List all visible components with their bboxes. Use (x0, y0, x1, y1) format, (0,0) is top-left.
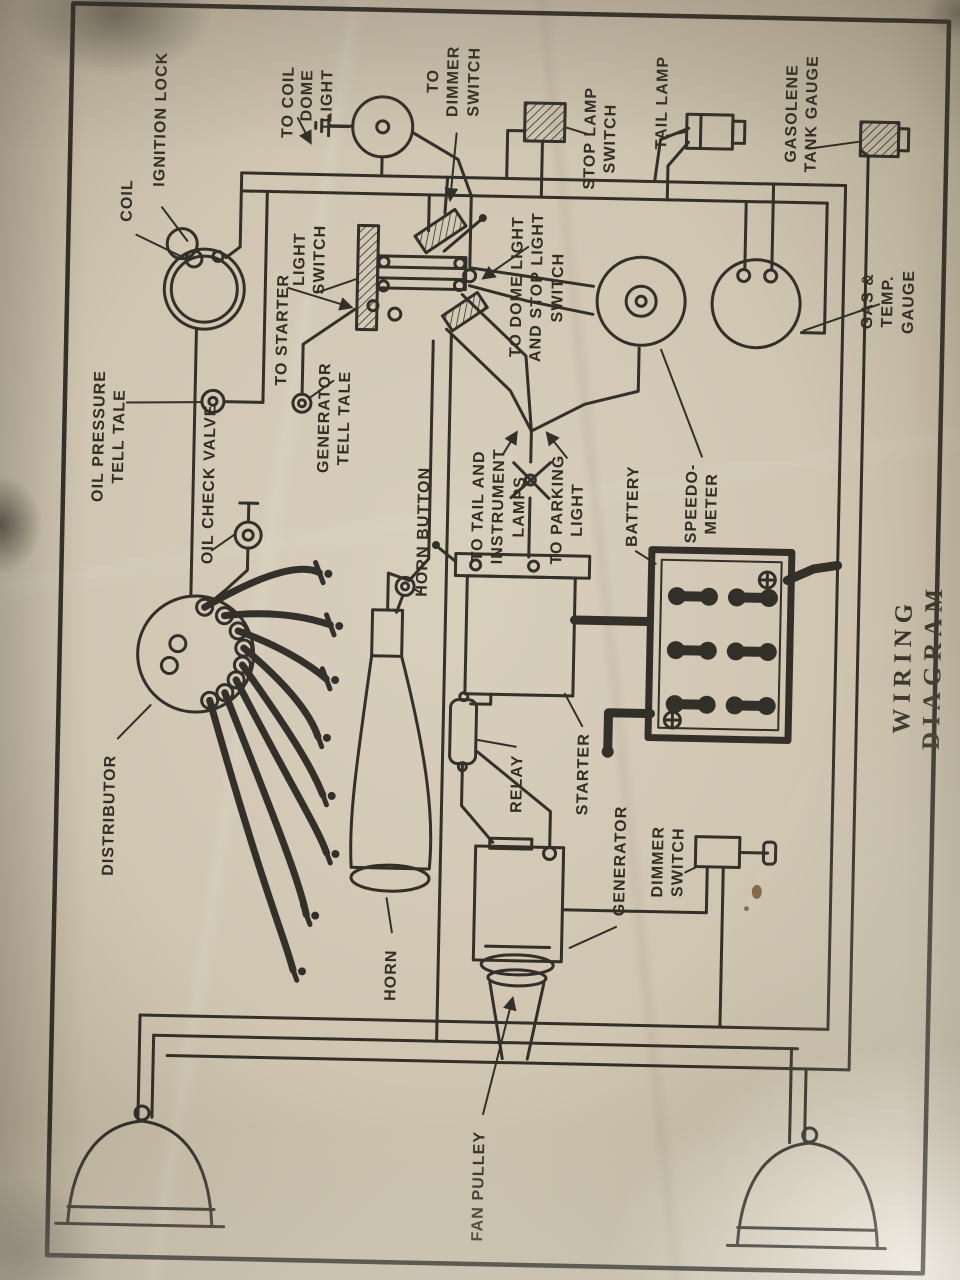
battery-symbol (644, 546, 796, 744)
label-oil-pressure-tell-tale: OIL PRESSURE TELL TALE (89, 369, 130, 503)
label-ignition-lock: IGNITION LOCK (151, 51, 172, 187)
diagram-title: WIRING DIAGRAM (888, 582, 949, 751)
label-horn-button: HORN BUTTON (413, 466, 434, 597)
label-oil-check-valve: OIL CHECK VALVE (199, 404, 220, 565)
relay-symbol (448, 691, 479, 773)
label-to-parking-light: TO PARKING LIGHT (548, 454, 588, 565)
stop-lamp-switch-symbol (522, 101, 567, 144)
label-speedometer: SPEEDO- METER (682, 463, 722, 544)
label-fan-pulley: FAN PULLEY (469, 1130, 489, 1242)
tail-lamp-symbol (684, 112, 747, 151)
headlamp-left (54, 1104, 226, 1229)
speedometer-dial (595, 255, 687, 347)
label-generator: GENERATOR (611, 805, 631, 917)
label-tail-lamp: TAIL LAMP (653, 55, 673, 150)
ignition-lock-symbol (165, 227, 199, 261)
coil-symbol (162, 227, 246, 331)
label-horn: HORN (382, 949, 401, 1002)
label-distributor: DISTRIBUTOR (99, 754, 120, 877)
fan-pulley-symbol (479, 953, 555, 977)
label-dome-light: DOME LIGHT (298, 68, 337, 123)
label-generator-tell-tale: GENERATOR TELL TALE (314, 362, 355, 474)
label-starter: STARTER (574, 732, 593, 816)
spark-plug-connectors (286, 560, 344, 983)
leader-lines (116, 117, 881, 1116)
generator-tell-tale-symbol (291, 392, 313, 414)
label-to-dome-and-stop-switch: TO DOME LIGHT AND STOP LIGHT SWITCH (507, 212, 568, 363)
label-light-switch: LIGHT SWITCH (290, 224, 330, 295)
frame-border (44, 1, 952, 1276)
label-to-tail-instrument-lamps: TO TAIL AND INSTRUMENT LAMPS (468, 448, 529, 565)
dimmer-switch-symbol (693, 835, 778, 869)
distributor-symbol (136, 594, 256, 714)
horn-symbol (349, 575, 433, 893)
label-stop-lamp-switch: STOP LAMP SWITCH (580, 86, 621, 190)
oil-pressure-tell-tale-symbol (200, 388, 226, 414)
generator-symbol (471, 836, 566, 1061)
gas-temp-gauge-dial (710, 258, 802, 350)
label-to-starter: TO STARTER (273, 273, 293, 386)
light-switch-assembly (354, 207, 489, 333)
label-relay: RELAY (508, 754, 527, 814)
label-gasolene-tank-gauge: GASOLENE TANK GAUGE (782, 54, 823, 173)
label-gas-temp-gauge: GAS & TEMP. GAUGE (858, 269, 919, 335)
label-coil: COIL (118, 179, 137, 223)
horn-button-symbol (394, 575, 416, 597)
headlamp-right (725, 1126, 887, 1251)
paper-stain (743, 884, 762, 912)
battery-cables (569, 560, 843, 758)
label-dimmer-switch: DIMMER SWITCH (649, 825, 689, 898)
label-battery: BATTERY (623, 465, 643, 548)
starter-symbol (431, 460, 592, 698)
gasolene-tank-gauge-symbol (858, 120, 911, 159)
label-to-dimmer-switch: TO DIMMER SWITCH (424, 45, 484, 118)
